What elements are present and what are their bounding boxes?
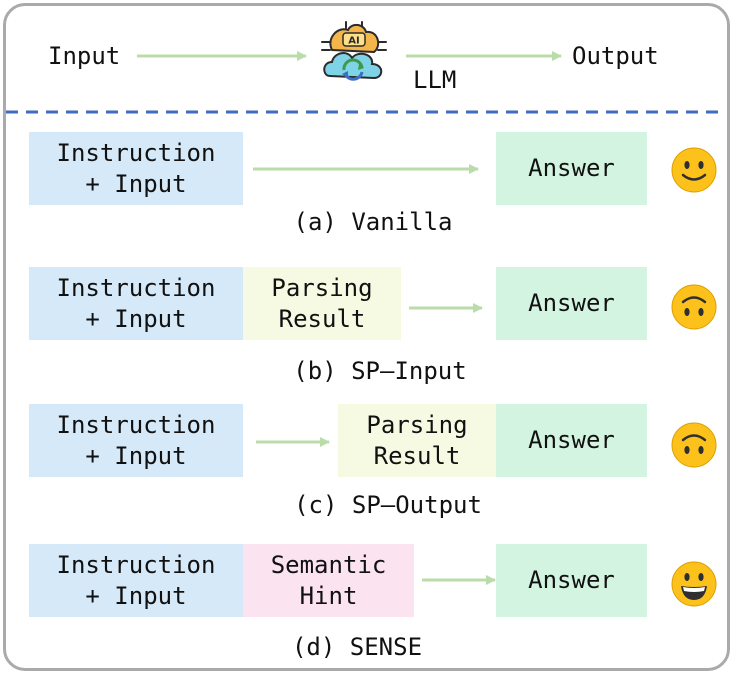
row-c-answer-box: Answer <box>496 404 647 477</box>
row-d-answer-box: Answer <box>496 544 647 617</box>
row-a-instruction-box: Instruction + Input <box>29 132 243 205</box>
row-a-answer-box: Answer <box>496 132 647 205</box>
row-a-caption: (a) Vanilla <box>293 208 453 236</box>
row-b-instruction-box: Instruction + Input <box>29 267 243 340</box>
llm-label: LLM <box>413 66 457 94</box>
grinning-face-icon <box>671 561 717 607</box>
diagram-frame <box>3 3 730 671</box>
upside-down-face-icon <box>671 284 717 330</box>
upside-down-face-icon <box>671 422 717 468</box>
ai-brain-cloud-icon: AI <box>321 21 387 81</box>
row-b-answer-box: Answer <box>496 267 647 340</box>
input-label: Input <box>48 42 121 70</box>
row-d-semantic-hint-box: Semantic Hint <box>243 544 414 617</box>
row-c-instruction-box: Instruction + Input <box>29 404 243 477</box>
svg-text:AI: AI <box>348 36 359 47</box>
row-d-caption: (d) SENSE <box>291 633 423 661</box>
row-c-caption: (c) SP–Output <box>294 491 482 519</box>
row-b-parsing-result-box: Parsing Result <box>243 267 401 340</box>
row-b-caption: (b) SP–Input <box>293 357 467 385</box>
output-label: Output <box>572 42 659 70</box>
slightly-smiling-face-icon <box>671 147 717 193</box>
row-d-instruction-box: Instruction + Input <box>29 544 243 617</box>
row-c-parsing-result-box: Parsing Result <box>338 404 496 477</box>
